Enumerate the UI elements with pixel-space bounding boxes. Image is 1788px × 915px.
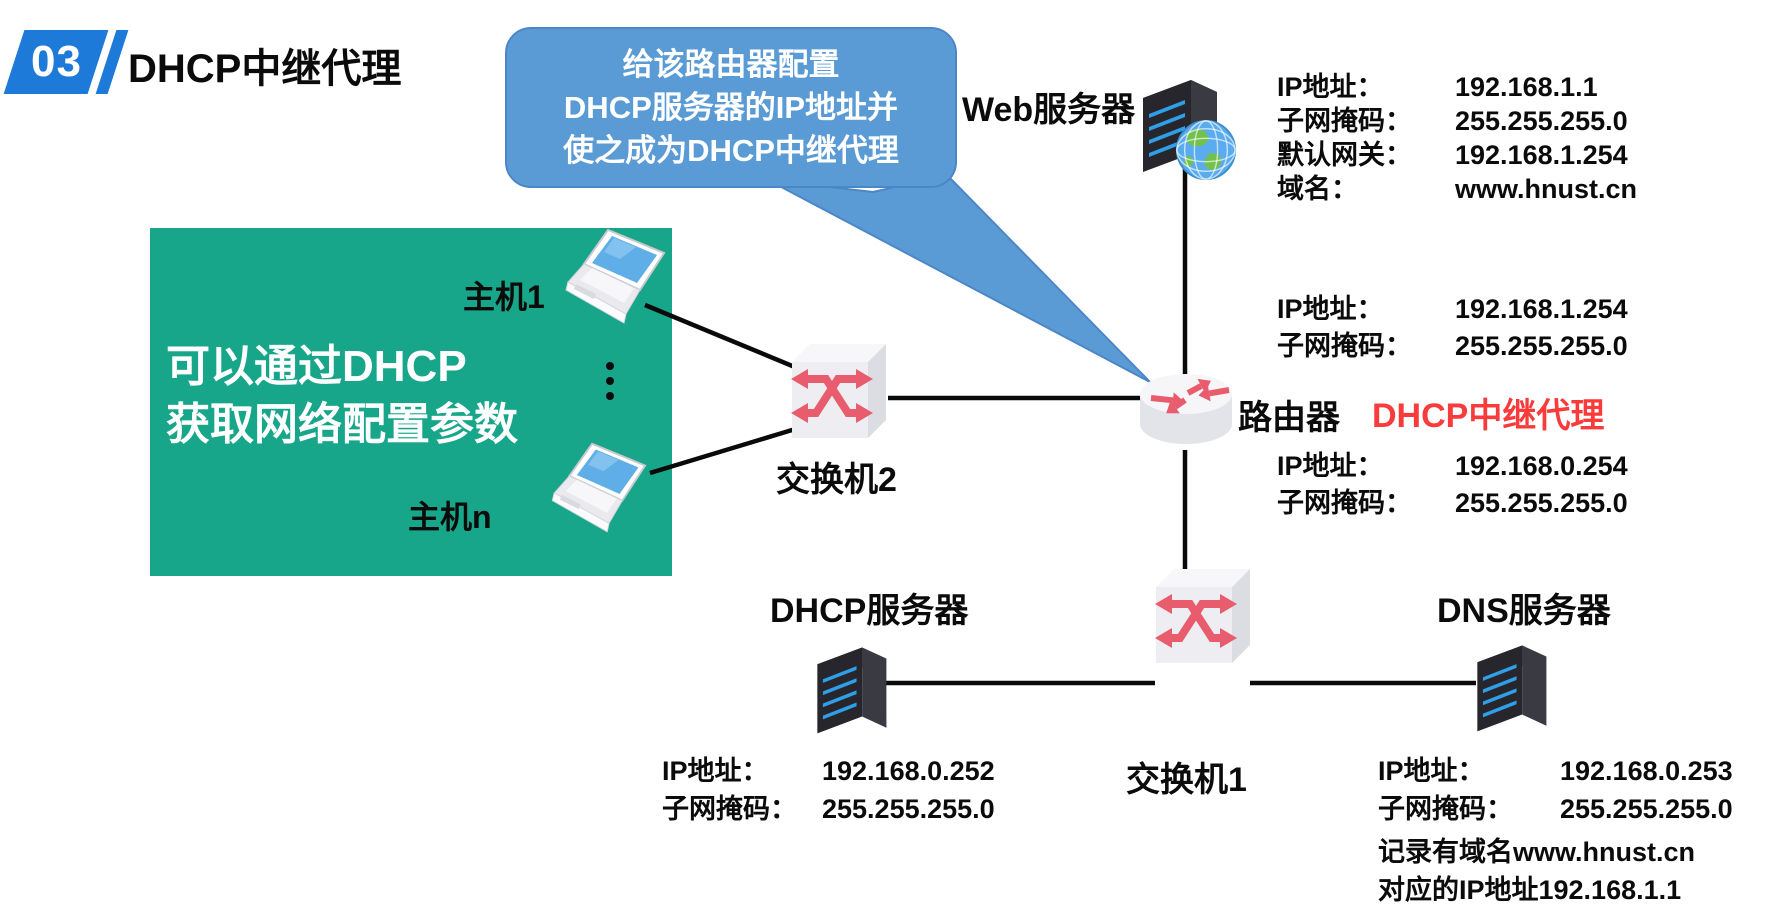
dns-record-note-1: 记录有域名www.hnust.cn xyxy=(1378,837,1695,867)
section-number: 03 xyxy=(30,37,82,86)
info-value: 255.255.255.0 xyxy=(1455,106,1628,136)
info-label: IP地址： xyxy=(662,756,769,786)
router-lan0-info: IP地址： 192.168.0.254 子网掩码： 255.255.255.0 xyxy=(1277,448,1628,522)
switch-icon xyxy=(1155,569,1250,663)
info-value: 192.168.0.254 xyxy=(1455,451,1628,481)
globe-icon xyxy=(1175,119,1237,181)
link-hostn-switch2 xyxy=(649,424,803,476)
callout-bubble: 给该路由器配置 DHCP服务器的IP地址并 使之成为DHCP中继代理 xyxy=(505,27,957,188)
switch-icon xyxy=(791,344,886,438)
info-value: 255.255.255.0 xyxy=(822,794,995,824)
callout-line-1: 给该路由器配置 xyxy=(622,47,840,82)
laptop-icon xyxy=(565,228,666,324)
dns-server-info: IP地址： 192.168.0.253 子网掩码： 255.255.255.0 xyxy=(1378,752,1733,828)
info-label: 域名： xyxy=(1277,174,1358,204)
switch2-label: 交换机2 xyxy=(776,461,897,499)
link-host1-switch2 xyxy=(644,302,803,373)
hosts-ellipsis-dot xyxy=(606,362,614,370)
hosts-note: 可以通过DHCP 获取网络配置参数 xyxy=(166,338,518,454)
router-lan1-info: IP地址： 192.168.1.254 子网掩码： 255.255.255.0 xyxy=(1277,291,1628,365)
info-value: 255.255.255.0 xyxy=(1560,794,1733,824)
info-value: 192.168.1.254 xyxy=(1455,294,1628,324)
server-tower-icon xyxy=(817,647,887,734)
info-label: IP地址： xyxy=(1378,756,1485,786)
info-label: 子网掩码： xyxy=(1277,106,1412,136)
hosts-ellipsis-dot xyxy=(606,377,614,385)
dns-record-note-2: 对应的IP地址192.168.1.1 xyxy=(1378,875,1682,905)
laptop-icon xyxy=(551,442,647,533)
info-label: IP地址： xyxy=(1277,294,1384,324)
info-label: 子网掩码： xyxy=(662,794,797,824)
dhcp-server-label: DHCP服务器 xyxy=(770,592,969,630)
router-role-label: DHCP中继代理 xyxy=(1372,397,1605,435)
info-label: IP地址： xyxy=(1277,72,1384,102)
hosts-note-line-1: 可以通过DHCP xyxy=(166,342,467,391)
page-title: DHCP中继代理 xyxy=(128,47,402,91)
dns-server-label: DNS服务器 xyxy=(1437,592,1611,630)
hostn-label: 主机n xyxy=(408,499,492,535)
info-value: 192.168.0.253 xyxy=(1560,756,1733,786)
web-server-info: IP地址： 192.168.1.1 子网掩码： 255.255.255.0 默认网关… xyxy=(1277,70,1637,206)
hosts-ellipsis-dot xyxy=(606,392,614,400)
info-value: 255.255.255.0 xyxy=(1455,488,1628,518)
info-label: 子网掩码： xyxy=(1277,331,1412,361)
hosts-note-line-2: 获取网络配置参数 xyxy=(166,400,518,449)
info-value: 255.255.255.0 xyxy=(1455,331,1628,361)
info-label: 子网掩码： xyxy=(1277,488,1412,518)
dhcp-server-info: IP地址： 192.168.0.252 子网掩码： 255.255.255.0 xyxy=(662,752,995,828)
info-value: 192.168.0.252 xyxy=(822,756,995,786)
host1-label: 主机1 xyxy=(463,279,545,315)
router-icon xyxy=(1140,374,1232,444)
callout-line-3: 使之成为DHCP中继代理 xyxy=(563,133,899,168)
info-label: 默认网关： xyxy=(1277,140,1412,170)
router-label: 路由器 xyxy=(1238,399,1340,437)
callout-line-2: DHCP服务器的IP地址并 xyxy=(563,90,899,125)
info-value: www.hnust.cn xyxy=(1455,174,1637,204)
server-tower-icon xyxy=(1477,645,1547,732)
switch1-label: 交换机1 xyxy=(1126,761,1247,799)
web-server-label: Web服务器 xyxy=(962,91,1136,129)
info-label: 子网掩码： xyxy=(1378,794,1513,824)
info-label: IP地址： xyxy=(1277,451,1384,481)
info-value: 192.168.1.1 xyxy=(1455,72,1598,102)
info-value: 192.168.1.254 xyxy=(1455,140,1628,170)
